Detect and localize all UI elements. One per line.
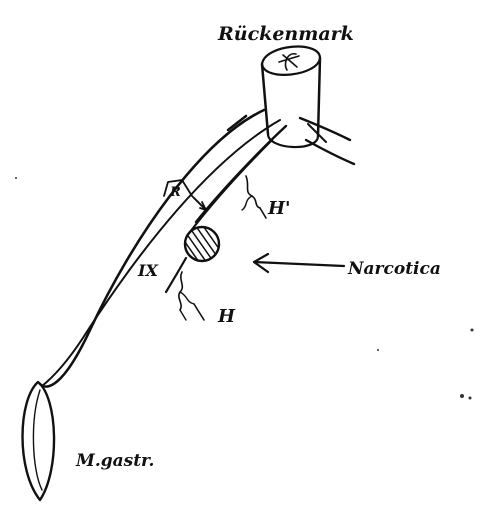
h-prime-fibers bbox=[242, 176, 266, 218]
stray-dots bbox=[15, 177, 474, 400]
gastrocnemius-muscle bbox=[23, 382, 55, 500]
nerve-ix-label: IX bbox=[137, 261, 158, 280]
spinal-cord-label: Rückenmark bbox=[217, 23, 354, 45]
motor-nerve bbox=[40, 110, 280, 387]
spinal-cord bbox=[262, 47, 320, 148]
ganglion-block bbox=[185, 227, 219, 261]
cord-branches bbox=[300, 118, 354, 164]
muscle-label: M.gastr. bbox=[75, 451, 154, 471]
narcotica-label: Narcotica bbox=[347, 259, 441, 279]
h-fibers bbox=[179, 272, 204, 320]
reflex-label: R bbox=[169, 185, 181, 200]
h-prime-label: H' bbox=[267, 198, 291, 219]
narcotica-arrow bbox=[254, 254, 344, 272]
h-label: H bbox=[217, 306, 236, 327]
